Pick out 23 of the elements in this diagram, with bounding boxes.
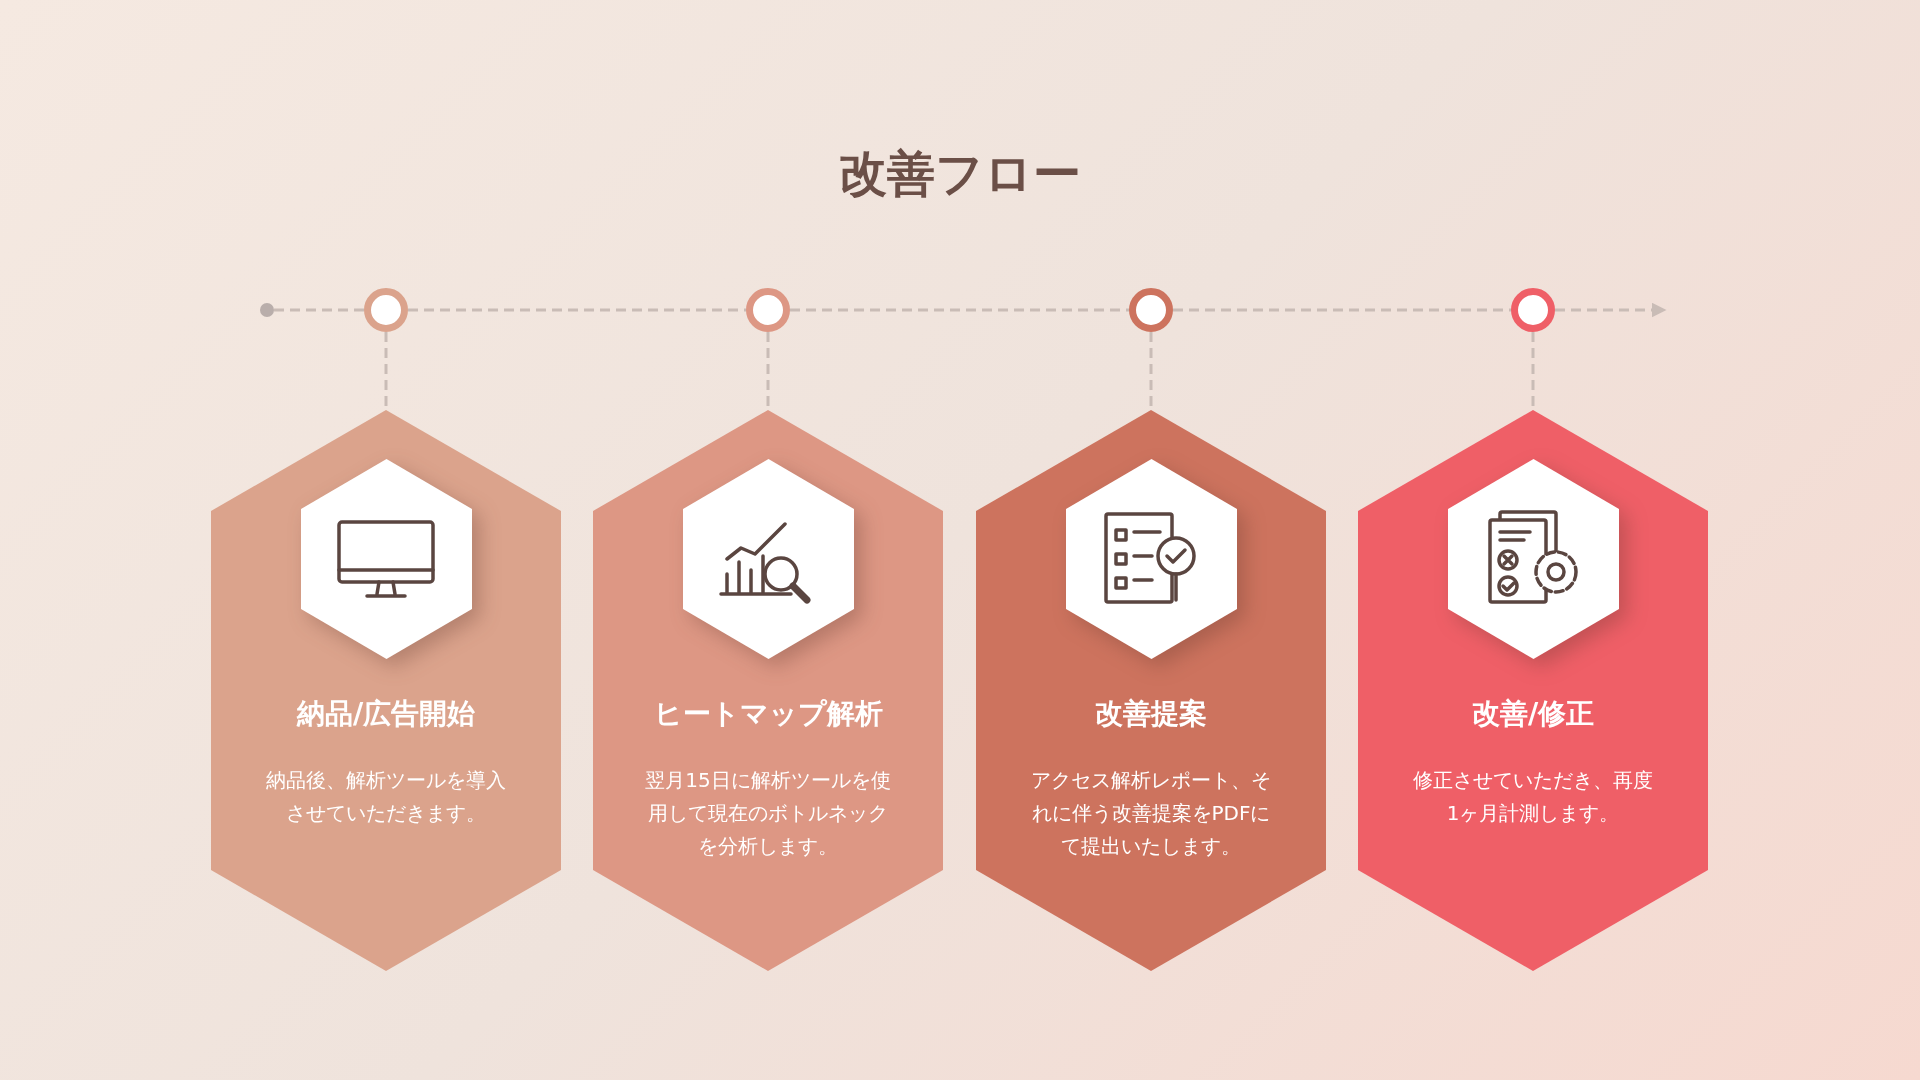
timeline-ring bbox=[364, 288, 408, 332]
step-hexagon bbox=[211, 410, 561, 971]
step-description: 修正させていただき、再度1ヶ月計測します。 bbox=[1412, 767, 1654, 827]
step-description: アクセス解析レポート、それに伴う改善提案をPDFにて提出いたします。 bbox=[1030, 767, 1272, 860]
step-description: 納品後、解析ツールを導入させていただきます。 bbox=[265, 767, 507, 827]
step-heading: 納品/広告開始 bbox=[295, 696, 477, 732]
timeline-ring bbox=[1511, 288, 1555, 332]
step-description: 翌月15日に解析ツールを使用して現在のボトルネックを分析します。 bbox=[644, 767, 892, 860]
timeline-ring bbox=[746, 288, 790, 332]
dashed-connector bbox=[274, 308, 364, 312]
step-hexagon bbox=[1358, 410, 1708, 971]
dashed-connector bbox=[1173, 308, 1511, 312]
step-heading: 改善/修正 bbox=[1470, 696, 1596, 732]
dashed-connector bbox=[790, 308, 1129, 312]
timeline-start-dot bbox=[260, 303, 274, 317]
step-heading: 改善提案 bbox=[1094, 696, 1208, 732]
dashed-arrow bbox=[1555, 302, 1667, 318]
timeline-ring bbox=[1129, 288, 1173, 332]
step-heading: ヒートマップ解析 bbox=[652, 696, 884, 732]
step-hexagon bbox=[976, 410, 1326, 971]
dashed-connector bbox=[408, 308, 746, 312]
step-hexagon bbox=[593, 410, 943, 971]
title: 改善フロー bbox=[838, 144, 1082, 203]
